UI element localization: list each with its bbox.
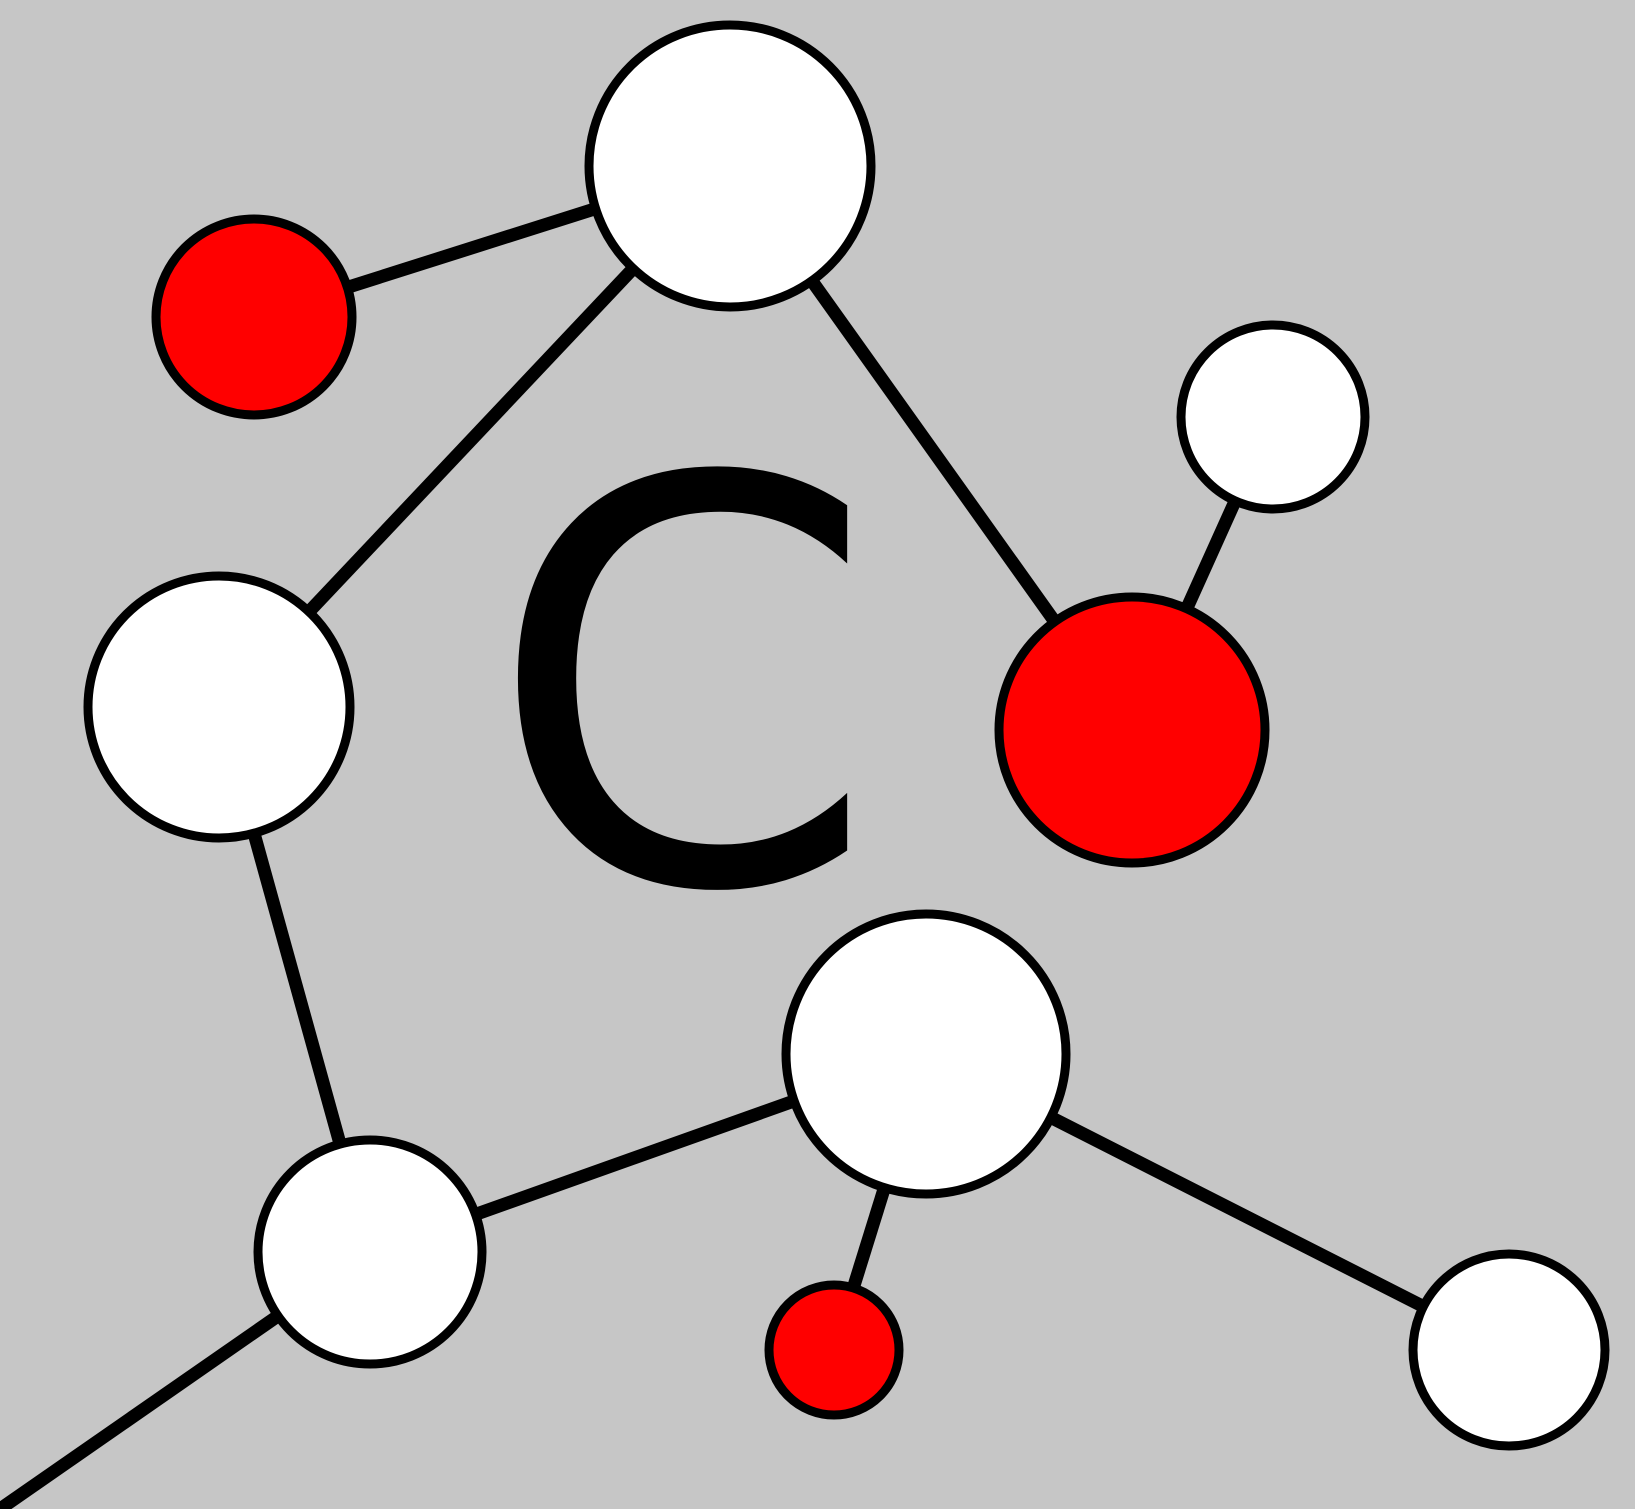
atom-bottom-left-white (253, 1135, 487, 1369)
atom-bottom-middle-white (781, 909, 1071, 1199)
center-letter: C (486, 363, 877, 1015)
atom-left-red-red (151, 214, 357, 420)
atom-small-red-red (764, 1280, 904, 1420)
atoms-layer (83, 20, 1610, 1451)
atom-left-white-white (83, 571, 355, 843)
atom-bottom-right-white (1408, 1249, 1610, 1451)
atom-right-red-red (994, 592, 1270, 868)
atom-top-white (584, 20, 876, 312)
atom-right-top-white (1176, 320, 1370, 514)
